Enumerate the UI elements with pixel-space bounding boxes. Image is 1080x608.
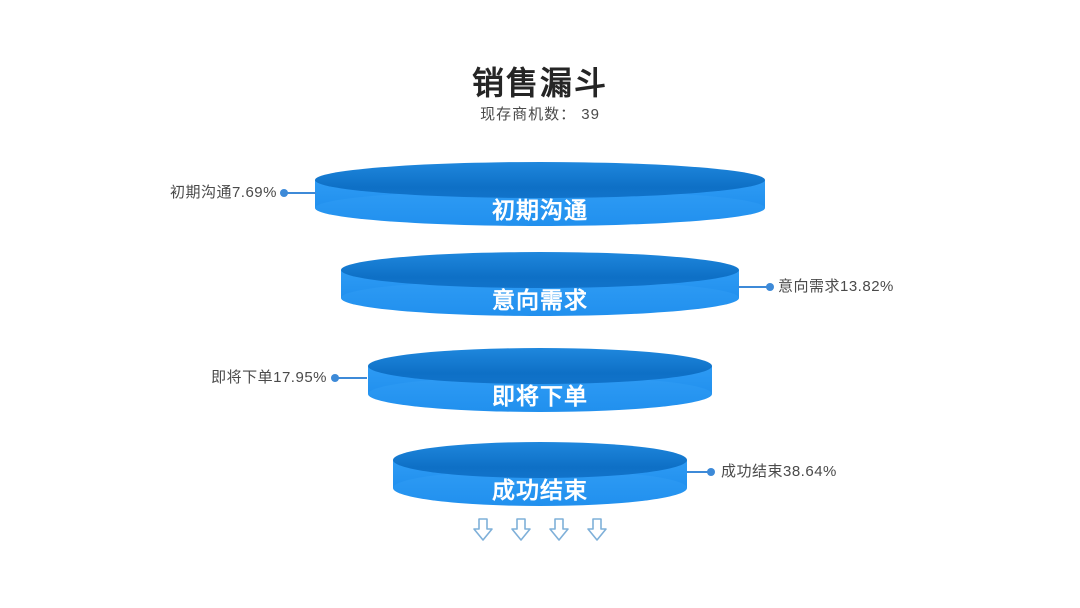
chart-subtitle: 现存商机数： 39 — [480, 106, 600, 123]
stage-1-top — [315, 162, 765, 198]
stage-4-bottom — [393, 470, 687, 506]
stage-annotation-1: 初期沟通7.69% — [169, 184, 277, 201]
stage-3-bottom — [368, 376, 712, 412]
funnel-stage-1[interactable] — [315, 162, 765, 226]
funnel-stage-4[interactable] — [393, 442, 687, 506]
connector-dot — [766, 283, 774, 291]
stage-annotation-3: 即将下单17.95% — [211, 369, 327, 386]
connector-dot — [707, 468, 715, 476]
stage-annotation-2: 意向需求13.82% — [778, 278, 894, 295]
down-arrow-icon — [587, 518, 607, 541]
funnel-stage-2[interactable] — [341, 252, 739, 316]
stage-annotation-4: 成功结束38.64% — [721, 463, 837, 480]
annotation-connector-2 — [738, 283, 774, 291]
down-arrows-row — [0, 517, 1080, 543]
annotation-connector-1 — [280, 189, 316, 197]
down-arrow-icon — [473, 518, 493, 541]
down-arrow-icon — [549, 518, 569, 541]
connector-dot — [331, 374, 339, 382]
stage-4-top — [393, 442, 687, 478]
stage-2-bottom — [341, 280, 739, 316]
connector-dot — [280, 189, 288, 197]
stage-1-bottom — [315, 190, 765, 226]
annotation-connector-4 — [687, 468, 715, 476]
down-arrow-icon — [511, 518, 531, 541]
annotation-connector-3 — [331, 374, 367, 382]
chart-title: 销售漏斗 — [471, 65, 608, 101]
funnel-stage-3[interactable] — [368, 348, 712, 412]
stage-3-top — [368, 348, 712, 384]
stage-2-top — [341, 252, 739, 288]
